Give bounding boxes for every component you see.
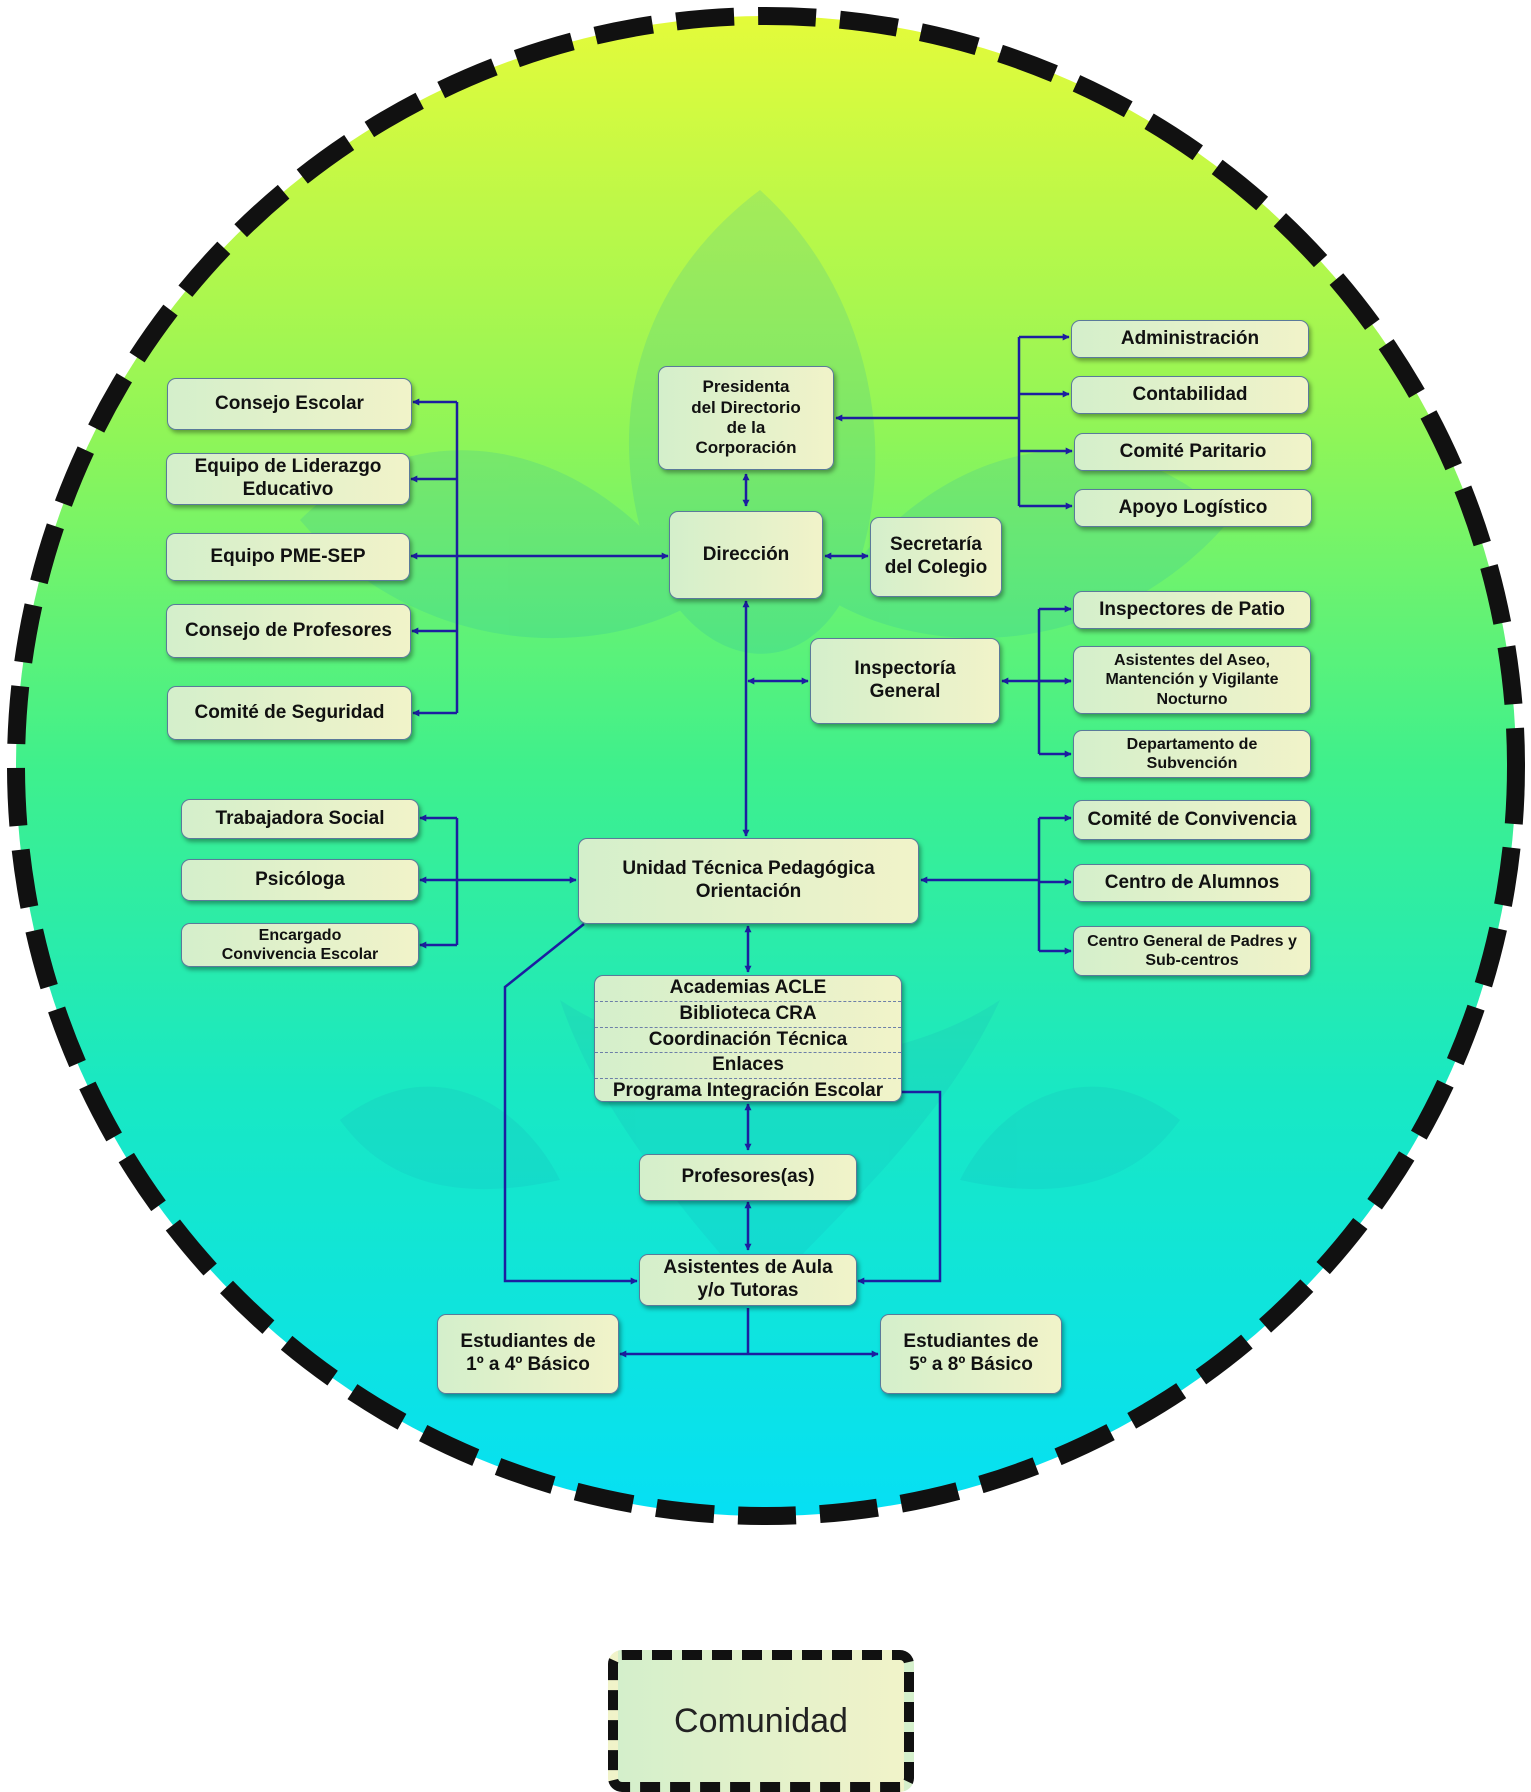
- node-consejo-profesores-label: Consejo de Profesores: [185, 619, 392, 641]
- node-centro-alumnos: Centro de Alumnos: [1073, 864, 1311, 902]
- node-secretaria-line-1: Secretaría: [890, 534, 982, 556]
- node-comite-convivencia-label: Comité de Convivencia: [1087, 808, 1297, 830]
- arrow-utp-asistentes-left: [503, 923, 638, 1285]
- node-asistentes-aula: Asistentes de Aula y/o Tutoras: [639, 1254, 857, 1306]
- node-comite-paritario-label: Comité Paritario: [1119, 440, 1267, 462]
- node-administracion: Administración: [1071, 320, 1309, 358]
- node-comite-convivencia: Comité de Convivencia: [1073, 800, 1311, 840]
- node-direccion-label: Dirección: [702, 543, 790, 565]
- node-presidenta: Presidenta del Directorio de la Corporac…: [658, 366, 834, 470]
- node-apoyo-logistico: Apoyo Logístico: [1074, 489, 1312, 527]
- node-subvencion-label: Departamento de Subvención: [1126, 735, 1258, 772]
- node-equipo-pme-sep: Equipo PME-SEP: [166, 533, 410, 581]
- node-estudiantes-1-4-line-1: Estudiantes de: [460, 1331, 596, 1353]
- arrow-stack-asistentes-right: [857, 1090, 942, 1285]
- node-consejo-escolar-label: Consejo Escolar: [215, 392, 364, 414]
- node-equipo-pme-sep-label: Equipo PME-SEP: [210, 545, 366, 567]
- node-utp: Unidad Técnica Pedagógica Orientación: [578, 838, 919, 924]
- node-contabilidad-label: Contabilidad: [1132, 383, 1248, 405]
- stack-item-enlaces: Enlaces: [595, 1053, 901, 1080]
- node-consejo-profesores: Consejo de Profesores: [166, 604, 411, 658]
- node-comite-seguridad-label: Comité de Seguridad: [194, 701, 385, 723]
- node-centro-padres: Centro General de Padres y Sub-centros: [1073, 926, 1311, 976]
- node-trabajadora-social-label: Trabajadora Social: [215, 807, 385, 829]
- node-asistentes-aseo-label: Asistentes del Aseo, Mantención y Vigila…: [1105, 652, 1279, 708]
- legend-comunidad: Comunidad: [608, 1650, 914, 1792]
- node-inspectores-patio-label: Inspectores de Patio: [1099, 598, 1285, 620]
- node-presidenta-line-4: Corporación: [695, 438, 797, 458]
- node-presidenta-line-2: del Directorio: [691, 397, 801, 417]
- legend-label: Comunidad: [674, 1701, 848, 1740]
- stack-item-biblioteca: Biblioteca CRA: [595, 1002, 901, 1028]
- node-trabajadora-social: Trabajadora Social: [181, 799, 419, 839]
- node-estudiantes-1-4-line-2: 1º a 4º Básico: [466, 1354, 590, 1375]
- node-inspectoria-line-1: Inspectoría: [854, 658, 956, 680]
- node-presidenta-line-1: Presidenta: [702, 377, 790, 397]
- node-encargado-convivencia-label: Encargado Convivencia Escolar: [221, 926, 379, 963]
- node-estudiantes-5-8-line-1: Estudiantes de: [903, 1331, 1039, 1353]
- node-apoyo-logistico-label: Apoyo Logístico: [1118, 496, 1268, 518]
- node-equipo-liderazgo-label: Equipo de Liderazgo Educativo: [194, 456, 382, 500]
- node-estudiantes-5-8-line-2: 5º a 8º Básico: [909, 1354, 1033, 1375]
- node-asistentes-line-2: y/o Tutoras: [697, 1280, 799, 1301]
- node-direccion: Dirección: [669, 511, 823, 599]
- node-centro-alumnos-label: Centro de Alumnos: [1104, 871, 1280, 893]
- stack-item-pie: Programa Integración Escolar: [612, 1080, 884, 1102]
- node-equipo-liderazgo: Equipo de Liderazgo Educativo: [166, 453, 410, 505]
- stack-item-academias: Academias ACLE: [595, 976, 901, 1002]
- node-asistentes-line-1: Asistentes de Aula: [663, 1257, 833, 1279]
- node-comite-seguridad: Comité de Seguridad: [167, 686, 412, 740]
- node-asistentes-aseo: Asistentes del Aseo, Mantención y Vigila…: [1073, 646, 1311, 714]
- node-psicologa: Psicóloga: [181, 859, 419, 901]
- node-subvencion: Departamento de Subvención: [1073, 730, 1311, 778]
- node-secretaria-line-2: del Colegio: [884, 557, 988, 578]
- node-utp-line-1: Unidad Técnica Pedagógica: [622, 858, 875, 880]
- node-inspectoria: Inspectoría General: [810, 638, 1000, 724]
- node-profesores-label: Profesores(as): [681, 1166, 815, 1188]
- node-utp-line-2: Orientación: [695, 881, 802, 902]
- node-contabilidad: Contabilidad: [1071, 376, 1309, 414]
- node-presidenta-line-3: de la: [726, 418, 766, 437]
- node-academic-stack: Academias ACLE Biblioteca CRA Coordinaci…: [594, 975, 902, 1102]
- node-administracion-label: Administración: [1120, 327, 1260, 349]
- node-encargado-convivencia: Encargado Convivencia Escolar: [181, 923, 419, 967]
- node-psicologa-label: Psicóloga: [255, 868, 345, 890]
- node-consejo-escolar: Consejo Escolar: [167, 378, 412, 430]
- node-secretaria: Secretaría del Colegio: [870, 517, 1002, 597]
- node-comite-paritario: Comité Paritario: [1074, 433, 1312, 471]
- stack-item-coordinacion: Coordinación Técnica: [595, 1028, 901, 1054]
- node-estudiantes-1-4: Estudiantes de 1º a 4º Básico: [437, 1314, 619, 1394]
- node-estudiantes-5-8: Estudiantes de 5º a 8º Básico: [880, 1314, 1062, 1394]
- node-inspectores-patio: Inspectores de Patio: [1073, 591, 1311, 629]
- node-inspectoria-line-2: General: [869, 681, 941, 702]
- node-centro-padres-label: Centro General de Padres y Sub-centros: [1087, 932, 1297, 969]
- node-profesores: Profesores(as): [639, 1154, 857, 1201]
